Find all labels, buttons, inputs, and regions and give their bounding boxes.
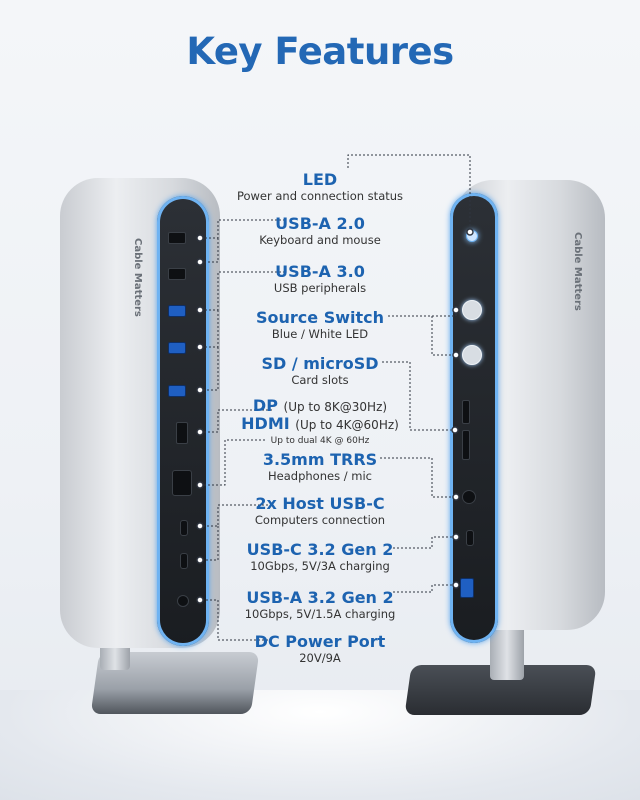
feature-subtitle: Headphones / mic [268,469,372,483]
left-host-usb-c-port-1 [180,520,188,536]
source-switch-button-1[interactable] [462,300,482,320]
right-brand-label: Cable Matters [572,232,583,311]
source-switch-button-2[interactable] [462,345,482,365]
feature-title: DP [252,396,278,415]
feature-usb-a-3-2: USB-A 3.2 Gen 2 10Gbps, 5V/1.5A charging [190,588,450,622]
feature-subtitle: Card slots [291,373,349,387]
feature-dc-power: DC Power Port 20V/9A [190,632,450,666]
feature-title: LED [302,170,338,189]
left-usb-a3-port-2 [168,342,186,354]
feature-usb-c-3-2: USB-C 3.2 Gen 2 10Gbps, 5V/3A charging [190,540,450,574]
feature-title: HDMI [241,414,290,433]
page-title: Key Features [186,30,454,73]
feature-source-switch: Source Switch Blue / White LED [190,308,450,342]
left-usb-a2-port-1 [168,232,186,244]
feature-trrs: 3.5mm TRRS Headphones / mic [190,450,450,484]
feature-title: 2x Host USB-C [255,494,385,513]
feature-sd: SD / microSD Card slots [190,354,450,388]
feature-subtitle: USB peripherals [273,281,367,295]
feature-title: USB-A 3.0 [275,262,365,281]
feature-title: Source Switch [255,308,384,327]
feature-usb-a-3: USB-A 3.0 USB peripherals [190,262,450,296]
left-dc-power-port [177,595,189,607]
feature-title-note: (Up to 8K@30Hz) [283,400,388,414]
feature-dp: DP (Up to 8K@30Hz) [190,396,450,417]
feature-title: USB-A 2.0 [275,214,365,233]
feature-host-usb-c: 2x Host USB-C Computers connection [190,494,450,528]
usb-c-3-2-port [466,530,474,546]
left-host-usb-c-port-2 [180,553,188,569]
feature-subtitle: Keyboard and mouse [259,233,381,247]
left-hdmi-port [172,470,192,496]
feature-subtitle: 10Gbps, 5V/3A charging [250,559,390,573]
left-usb-a3-port-1 [168,305,186,317]
left-usb-a2-port-2 [168,268,186,280]
left-usb-a3-port-3 [168,385,186,397]
feature-subtitle: Power and connection status [236,189,404,203]
left-brand-label: Cable Matters [132,238,143,317]
sd-card-slot [462,400,470,424]
feature-hdmi: HDMI (Up to 4K@60Hz) Up to dual 4K @ 60H… [190,414,450,447]
feature-subtitle: 10Gbps, 5V/1.5A charging [244,607,396,621]
left-dp-port [176,422,188,444]
usb-a-3-2-port [460,578,474,598]
feature-led: LED Power and connection status [190,170,450,204]
feature-title: USB-A 3.2 Gen 2 [246,588,394,607]
feature-title: USB-C 3.2 Gen 2 [246,540,394,559]
feature-subtitle: 20V/9A [299,651,341,665]
feature-title: SD / microSD [261,354,379,373]
trrs-audio-jack [462,490,476,504]
right-dock-front-panel [450,193,498,643]
feature-title: 3.5mm TRRS [262,450,378,469]
microsd-card-slot [462,430,470,460]
feature-subtitle: Computers connection [254,513,386,527]
feature-subtitle: Up to dual 4K @ 60Hz [270,436,370,446]
feature-title-note: (Up to 4K@60Hz) [295,418,399,432]
feature-usb-a-2: USB-A 2.0 Keyboard and mouse [190,214,450,248]
feature-subtitle: Blue / White LED [271,327,369,341]
feature-title: DC Power Port [254,632,386,651]
